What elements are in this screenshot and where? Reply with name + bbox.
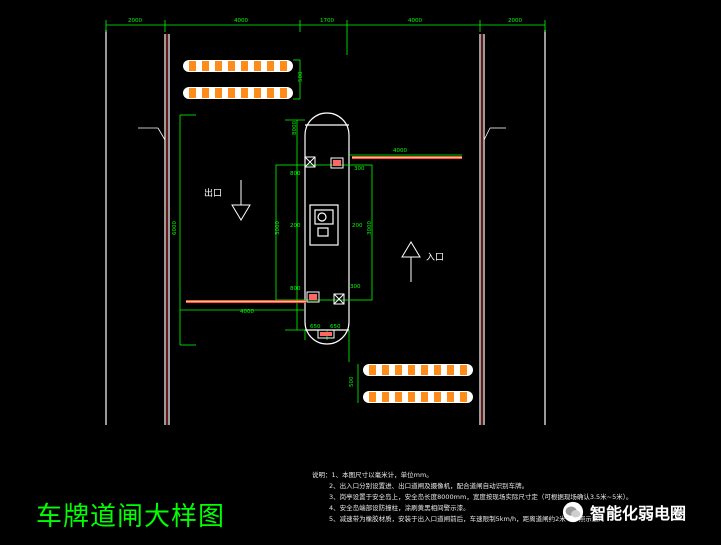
bump-stripe: [267, 88, 274, 98]
bump-stripe: [434, 392, 441, 402]
bump-stripe: [447, 365, 454, 375]
barrier-gate-top: [330, 157, 344, 169]
dimension-label: 200: [352, 223, 363, 229]
bump-stripe: [202, 88, 209, 98]
bump-stripe: [241, 61, 248, 71]
speed-bump: [183, 87, 293, 99]
dimension-label: 300: [354, 166, 365, 172]
dimension-label: 8000: [292, 121, 298, 135]
bump-stripe: [421, 392, 428, 402]
entry-label: 入口: [426, 253, 445, 263]
dimension-label: 1700: [320, 18, 334, 24]
bump-stripe: [280, 88, 287, 98]
island-dimensions: [179, 114, 462, 362]
note-line: 5、减速带为橡胶材质，安装于出入口道闸前后，车速限制5km/h，距离道闸约2米（…: [329, 515, 609, 523]
exit-arrow: [231, 180, 251, 221]
watermark: 智能化弱电圈: [562, 500, 686, 524]
speed-bumps-top: [183, 60, 293, 99]
exit-label: 出口: [204, 189, 223, 199]
bump-stripe: [460, 392, 467, 402]
bump-stripe: [267, 61, 274, 71]
design-notes: 说明：1、本图尺寸以毫米计，单位mm。 2、出入口分别设置进、出口道闸及摄像机，…: [312, 470, 633, 525]
top-dimension: [105, 20, 546, 55]
note-line: 2、出入口分别设置进、出口道闸及摄像机，配合道闸自动识别车牌。: [329, 482, 529, 490]
bump-stripe: [215, 61, 222, 71]
bump-stripe: [382, 365, 389, 375]
bump-stripe: [408, 392, 415, 402]
speed-bump: [363, 391, 473, 403]
bump-stripe: [202, 61, 209, 71]
bump-stripe: [395, 365, 402, 375]
bump-stripe: [369, 365, 376, 375]
dimension-label: 4000: [240, 309, 254, 315]
speed-bump: [363, 364, 473, 376]
barrier-gate-bottom: [306, 291, 320, 303]
dimension-label: 800: [290, 286, 301, 292]
bump-stripe: [395, 392, 402, 402]
entry-arrow: [401, 241, 421, 282]
bump-stripe: [228, 61, 235, 71]
drawing-title: 车牌道闸大样图: [36, 502, 226, 532]
dimension-label: 200: [290, 223, 301, 229]
bump-stripe: [241, 88, 248, 98]
bump-stripe: [280, 61, 287, 71]
bump-stripe: [447, 392, 454, 402]
wechat-icon: [562, 501, 584, 523]
bump-stripe: [215, 88, 222, 98]
camera-top: [304, 156, 316, 168]
watermark-text: 智能化弱电圈: [590, 504, 687, 523]
road-edges: [105, 30, 546, 425]
bollard: [317, 329, 335, 339]
bump-stripe: [369, 392, 376, 402]
dimension-label: 650: [330, 324, 341, 330]
dimension-label: 500: [298, 71, 304, 82]
dimension-label: 4000: [408, 18, 422, 24]
dimension-label: 4000: [234, 18, 248, 24]
bump-stripe: [382, 392, 389, 402]
dimension-label: 650: [310, 324, 321, 330]
dimension-label: 4000: [393, 148, 407, 154]
guard-booth: [309, 204, 339, 246]
dimension-label: 6000: [172, 221, 178, 235]
note-line: 4、安全岛端部设防撞柱，涂刷黄黑相间警示漆。: [329, 504, 470, 512]
dimension-label: 2000: [508, 18, 522, 24]
camera-bottom: [333, 293, 345, 305]
note-line: 说明：1、本图尺寸以毫米计，单位mm。: [312, 471, 433, 479]
dimension-label: 300: [350, 284, 361, 290]
bump-stripe: [421, 365, 428, 375]
bump-stripe: [460, 365, 467, 375]
speed-bumps-bottom: [363, 364, 473, 403]
bump-stripe: [228, 88, 235, 98]
bump-stripe: [408, 365, 415, 375]
dimension-label: 800: [290, 171, 301, 177]
dimension-label: 3000: [367, 221, 373, 235]
dimension-label: 2000: [128, 18, 142, 24]
bump-stripe: [189, 88, 196, 98]
bump-stripe: [434, 365, 441, 375]
dimension-label: 3000: [275, 221, 281, 235]
barrier-units: [304, 156, 345, 339]
bump-stripe: [254, 61, 261, 71]
bump-stripe: [189, 61, 196, 71]
note-line: 3、岗亭设置于安全岛上，安全岛长度8000mm，宽度按现场实际尺寸定（可根据现场…: [329, 493, 633, 501]
speed-bump: [183, 60, 293, 72]
barrier-arms: [186, 156, 462, 303]
dimension-label: 500: [349, 376, 355, 387]
bump-stripe: [254, 88, 261, 98]
